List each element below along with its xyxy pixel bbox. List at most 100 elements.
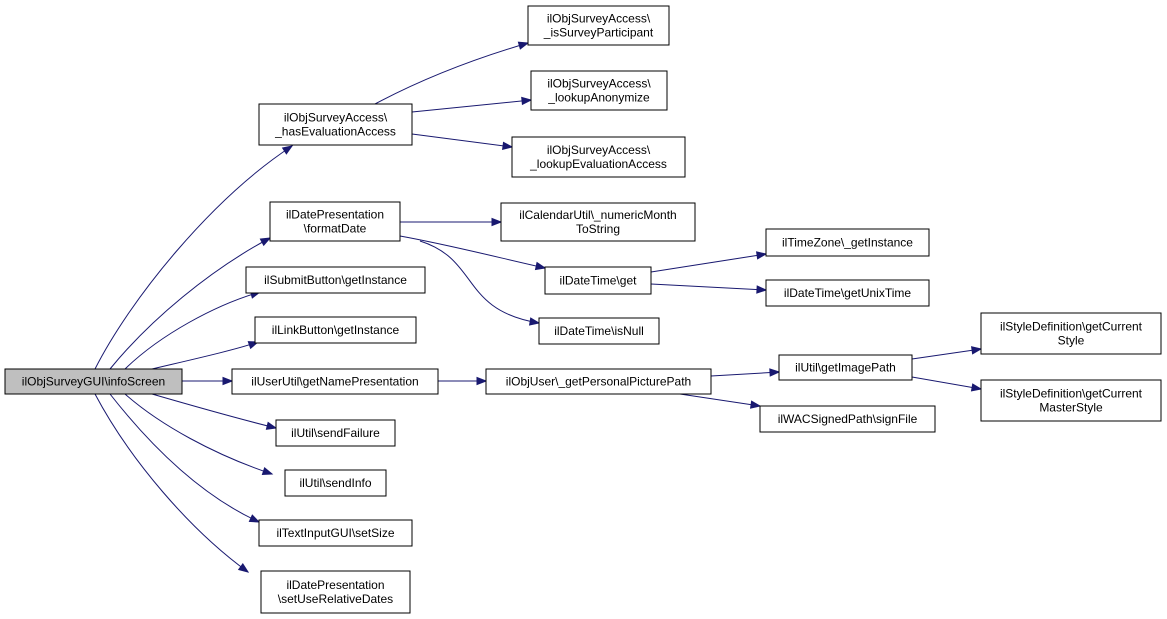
node-sendFail[interactable]: ilUtil\sendFailure (275, 419, 396, 447)
node-box (544, 266, 652, 295)
edge-root-to-sendInfo (124, 393, 274, 476)
node-formatDate[interactable]: ilDatePresentation\formatDate (269, 201, 401, 242)
node-label: ilUtil\sendInfo (299, 476, 371, 490)
node-label: MasterStyle (1039, 401, 1103, 415)
edge-root-to-linkBtn (151, 341, 260, 370)
node-label: ilDateTime\isNull (554, 324, 644, 338)
edge-root-to-sendFail (151, 393, 278, 430)
arrowhead-icon (261, 466, 274, 476)
node-box (980, 312, 1162, 355)
node-submitBtn[interactable]: ilSubmitButton\getInstance (245, 266, 426, 294)
node-box (260, 570, 411, 614)
edge-picPath-to-signFile (679, 393, 762, 409)
node-sendInfo[interactable]: ilUtil\sendInfo (284, 469, 387, 497)
node-box (765, 279, 930, 307)
edge-dtGet-to-unixTime (650, 283, 768, 294)
arrowhead-icon (970, 383, 983, 392)
edge-root-to-relDates (94, 393, 250, 573)
node-namePres[interactable]: ilUserUtil\getNamePresentation (231, 368, 439, 395)
node-tzGet[interactable]: ilTimeZone\_getInstance (765, 228, 930, 257)
node-lookupAnon[interactable]: ilObjSurveyAccess\_lookupAnonymize (530, 70, 668, 111)
edge-formatDate-to-dtGet (399, 235, 547, 271)
edge-namePres-to-picPath (438, 376, 488, 386)
edge-line (124, 291, 261, 370)
edge-root-to-setSize (109, 393, 261, 523)
node-box (500, 202, 696, 242)
node-label: \formatDate (304, 222, 367, 236)
node-isNull[interactable]: ilDateTime\isNull (538, 317, 660, 345)
node-box (527, 5, 670, 46)
node-signFile[interactable]: ilWACSignedPath\signFile (759, 405, 936, 433)
arrowhead-icon (502, 141, 514, 150)
node-relDates[interactable]: ilDatePresentation\setUseRelativeDates (260, 570, 411, 614)
node-imgPath[interactable]: ilUtil\getImagePath (778, 354, 913, 381)
edge-line (679, 393, 761, 407)
edge-line (650, 253, 767, 273)
node-box (231, 368, 439, 395)
node-picPath[interactable]: ilObjUser\_getPersonalPicturePath (485, 368, 712, 395)
arrowhead-icon (750, 400, 762, 409)
edge-hasEval-to-isPart (374, 41, 530, 105)
node-setSize[interactable]: ilTextInputGUI\setSize (258, 519, 413, 547)
node-box (485, 368, 712, 395)
node-label: ilObjSurveyAccess\ (547, 77, 651, 91)
node-linkBtn[interactable]: ilLinkButton\getInstance (254, 316, 417, 344)
edge-line (124, 393, 273, 475)
node-isPart[interactable]: ilObjSurveyAccess\_isSurveyParticipant (527, 5, 670, 46)
edge-dtGet-to-tzGet (650, 251, 768, 273)
node-label: _lookupEvaluationAccess (529, 157, 667, 171)
node-label: ilCalendarUtil\_numericMonth (519, 208, 676, 222)
root-node[interactable]: ilObjSurveyGUI\infoScreen (4, 368, 183, 395)
node-box (511, 136, 686, 178)
edge-line (94, 393, 249, 573)
node-box (254, 316, 417, 344)
node-box (530, 70, 668, 111)
node-label: ilDateTime\getUnixTime (784, 286, 911, 300)
arrowhead-icon (491, 217, 503, 227)
edge-picPath-to-imgPath (710, 368, 781, 377)
arrowhead-icon (222, 376, 234, 386)
edge-imgPath-to-styleCur (911, 346, 983, 360)
node-label: ilObjSurveyAccess\ (547, 143, 651, 157)
edge-root-to-namePres (182, 376, 234, 386)
arrowhead-icon (769, 368, 781, 377)
edge-line (374, 42, 529, 105)
node-label: ilDateTime\get (560, 274, 638, 288)
node-box (258, 103, 413, 146)
node-label: Style (1058, 334, 1085, 348)
arrowhead-icon (248, 514, 261, 523)
edge-line (419, 240, 540, 324)
edge-hasEval-to-lookupEval (411, 133, 514, 150)
node-label: ToString (576, 222, 620, 236)
edge-line (411, 133, 513, 148)
arrowhead-icon (281, 145, 294, 155)
arrowhead-icon (237, 563, 250, 573)
edge-line (650, 283, 767, 291)
node-label: ilSubmitButton\getInstance (264, 273, 407, 287)
node-label: ilTimeZone\_getInstance (782, 236, 913, 250)
node-lookupEval[interactable]: ilObjSurveyAccess\_lookupEvaluationAcces… (511, 136, 686, 178)
edge-root-to-hasEval (94, 145, 294, 370)
node-box (245, 266, 426, 294)
node-label: ilDatePresentation (286, 578, 384, 592)
node-unixTime[interactable]: ilDateTime\getUnixTime (765, 279, 930, 307)
edges-layer (94, 41, 983, 573)
arrowhead-icon (756, 285, 768, 294)
node-label: _isSurveyParticipant (543, 26, 654, 40)
edge-line (399, 235, 546, 269)
node-dtGet[interactable]: ilDateTime\get (544, 266, 652, 295)
edge-line (151, 341, 259, 370)
node-box (759, 405, 936, 433)
edge-line (911, 348, 982, 360)
node-label: _lookupAnonymize (547, 91, 650, 105)
node-hasEval[interactable]: ilObjSurveyAccess\_hasEvaluationAccess (258, 103, 413, 146)
arrowhead-icon (756, 251, 768, 260)
edge-formatDate-to-isNull (419, 240, 541, 326)
arrowhead-icon (476, 376, 488, 386)
edge-hasEval-to-lookupAnon (411, 96, 533, 113)
arrowhead-icon (521, 96, 533, 106)
